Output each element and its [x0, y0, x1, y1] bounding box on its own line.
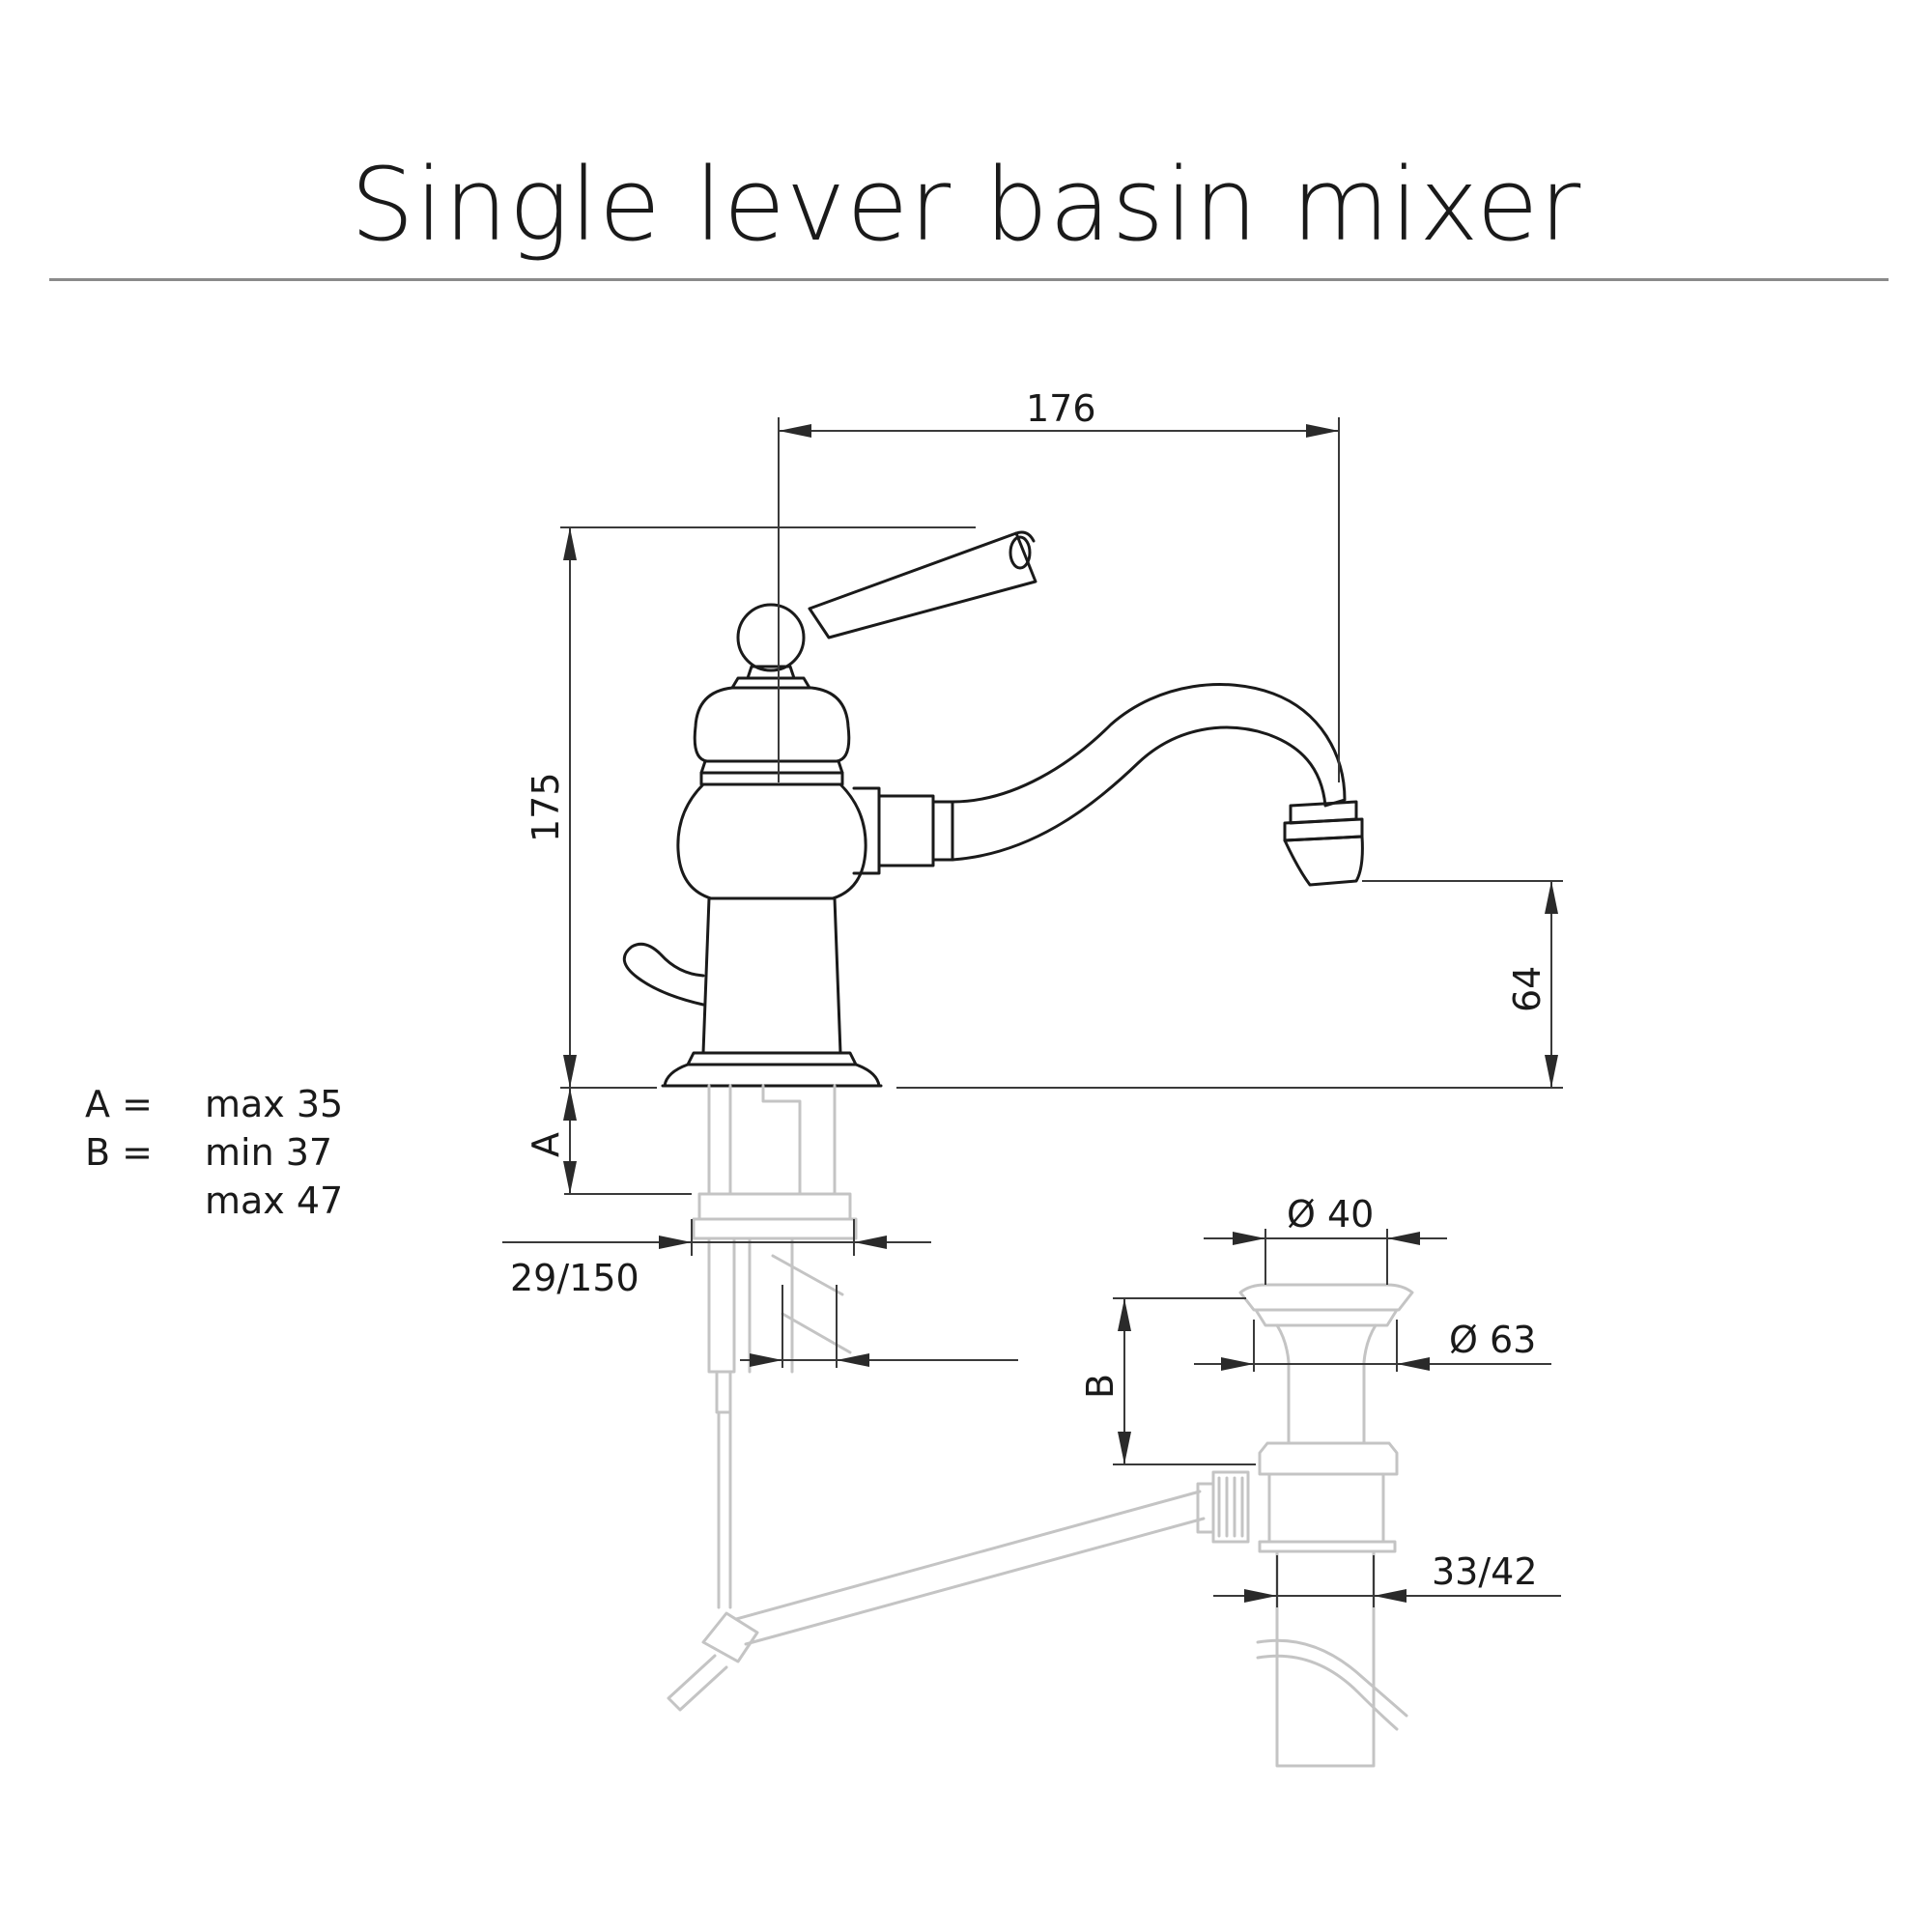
dim-label-d63: Ø 63: [1449, 1319, 1536, 1361]
column: [701, 896, 842, 1055]
lever-knob: [736, 603, 806, 672]
waste-assembly: [1238, 1283, 1414, 1768]
waste-flange: [1238, 1283, 1414, 1312]
lever-handle: [808, 531, 1037, 639]
base-flange: [663, 1063, 881, 1088]
dim-label-175: 175: [525, 772, 567, 842]
legend-value: max 47: [205, 1179, 344, 1222]
title-divider: [49, 278, 1889, 281]
underside-assembly: [667, 1084, 1250, 1712]
page-title: Single lever basin mixer: [350, 146, 1582, 264]
dim-label-b: B: [1079, 1374, 1122, 1399]
dim-label-d40: Ø 40: [1287, 1193, 1374, 1236]
dim-label-a: A: [525, 1132, 567, 1157]
upper-dome: [693, 686, 851, 763]
dimension-lines: [502, 417, 1563, 1607]
dim-label-176: 176: [1026, 387, 1096, 430]
legend-value: min 37: [205, 1131, 333, 1174]
popup-lever: [622, 942, 705, 1007]
dim-label-33-42: 33/42: [1432, 1550, 1538, 1593]
spout: [951, 683, 1347, 862]
legend-key: B =: [85, 1131, 153, 1174]
lever-tip: [1009, 535, 1032, 570]
legend-value: max 35: [205, 1083, 344, 1125]
legend-key: A =: [85, 1083, 153, 1125]
dim-label-64: 64: [1506, 966, 1548, 1012]
aerator-tip: [1283, 835, 1364, 887]
dim-label-29-150: 29/150: [510, 1257, 639, 1299]
lower-bulb: [676, 782, 867, 900]
mixer-body: [622, 530, 1364, 1088]
